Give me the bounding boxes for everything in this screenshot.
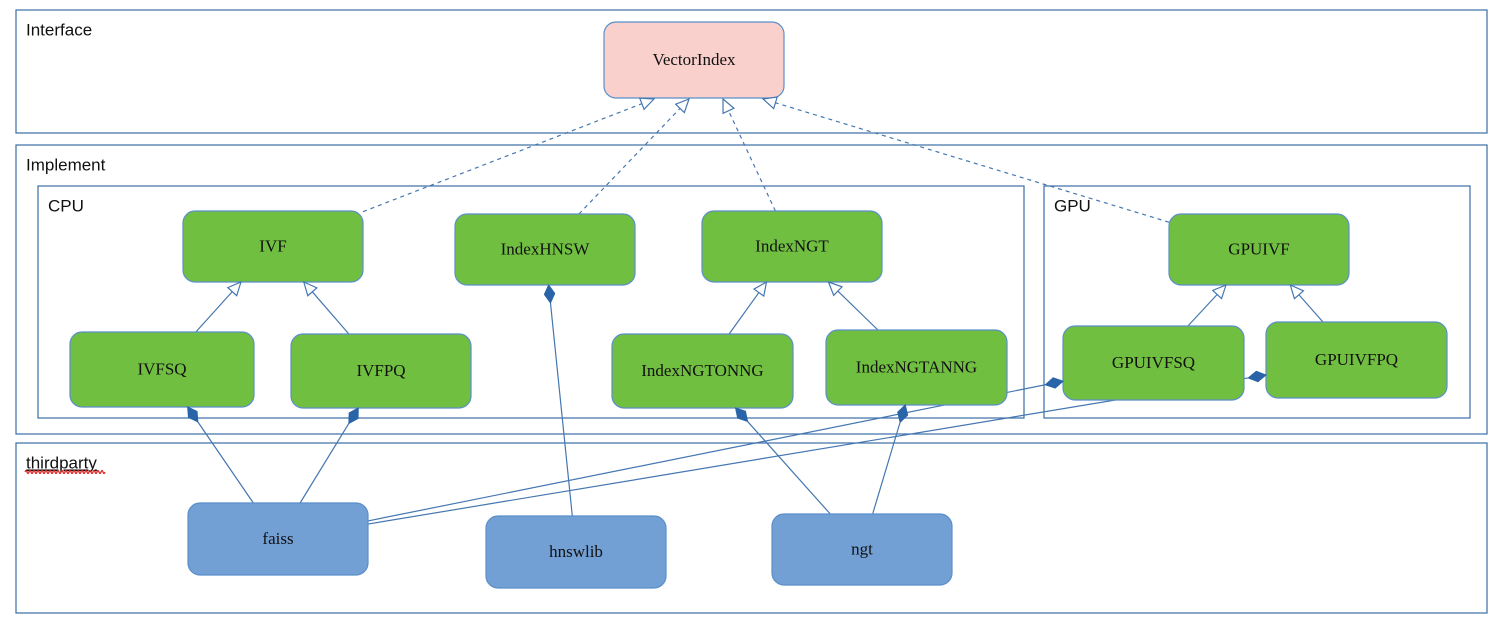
node-box-indexngt[interactable] (701, 210, 883, 283)
composition-diamond-ngt-indexngtonng (734, 407, 749, 423)
generalization-arrowhead-indexngtanng-indexngt (827, 281, 844, 297)
group-label-cpu: CPU (48, 196, 84, 215)
node-label-faiss: faiss (262, 529, 293, 548)
group-implement: Implement (15, 144, 1488, 435)
node-label-hnswlib: hnswlib (549, 542, 603, 561)
node-gpuivf[interactable]: GPUIVF (1168, 213, 1350, 286)
edge-hnswlib-to-indexhnsw (549, 302, 573, 517)
group-border-thirdparty (15, 442, 1488, 614)
group-label-interface: Interface (26, 20, 92, 39)
node-indexhnsw[interactable]: IndexHNSW (454, 213, 636, 286)
node-label-ivfsq: IVFSQ (137, 359, 186, 378)
edge-faiss-to-gpuivfpq (367, 377, 1249, 525)
edge-faiss-to-ivfpq (299, 423, 350, 504)
node-box-gpuivf[interactable] (1168, 213, 1350, 286)
edge-gpuivfpq-to-gpuivf (1298, 294, 1324, 323)
generalization-arrowhead-indexngt-vectorindex (722, 97, 736, 115)
node-ivfpq[interactable]: IVFPQ (290, 333, 472, 409)
node-label-indexngtanng: IndexNGTANNG (856, 357, 977, 376)
group-interface: Interface (15, 9, 1488, 134)
edge-ngt-to-indexngtanng (872, 422, 901, 515)
node-label-gpuivfsq: GPUIVFSQ (1112, 353, 1195, 372)
generalization-arrowhead-ivf-vectorindex (638, 97, 656, 111)
node-box-gpuivfpq[interactable] (1265, 321, 1448, 399)
node-label-indexngt: IndexNGT (755, 236, 829, 255)
edge-ivfpq-to-ivf (311, 291, 350, 335)
group-border-gpu (1043, 185, 1471, 419)
node-box-faiss[interactable] (187, 502, 369, 576)
node-label-ivf: IVF (259, 236, 286, 255)
node-vectorindex[interactable]: VectorIndex (603, 21, 785, 99)
edge-gpuivfsq-to-gpuivf (1187, 294, 1218, 327)
edges-layer (195, 102, 1324, 525)
edge-indexngtonng-to-indexngt (728, 292, 760, 335)
node-indexngt[interactable]: IndexNGT (701, 210, 883, 283)
edge-ivfsq-to-ivf (195, 291, 233, 333)
group-cpu: CPU (37, 185, 1025, 419)
edge-faiss-to-gpuivfsq (367, 384, 1046, 522)
edge-indexngt-to-vectorindex (727, 110, 776, 212)
group-border-implement (15, 144, 1488, 435)
node-label-gpuivf: GPUIVF (1228, 239, 1289, 258)
node-indexngtanng[interactable]: IndexNGTANNG (825, 329, 1008, 406)
node-box-gpuivfsq[interactable] (1062, 325, 1245, 401)
composition-diamond-faiss-gpuivfsq (1044, 377, 1064, 389)
node-box-indexngtonng[interactable] (611, 333, 794, 409)
generalization-arrowhead-indexhnsw-vectorindex (674, 97, 690, 114)
node-label-indexhnsw: IndexHNSW (501, 239, 591, 258)
node-faiss[interactable]: faiss (187, 502, 369, 576)
group-border-cpu (37, 185, 1025, 419)
generalization-arrowhead-gpuivfsq-gpuivf (1211, 283, 1227, 300)
node-ivf[interactable]: IVF (182, 210, 364, 283)
node-box-ivfsq[interactable] (69, 331, 255, 408)
group-thirdparty: thirdparty (15, 442, 1488, 614)
node-indexngtonng[interactable]: IndexNGTONNG (611, 333, 794, 409)
generalization-arrowhead-ivfpq-ivf (302, 280, 318, 297)
edge-indexngtanng-to-indexngt (837, 290, 879, 331)
node-label-ngt: ngt (851, 539, 873, 558)
generalization-arrowhead-gpuivfpq-gpuivf (1289, 283, 1305, 300)
node-box-indexhnsw[interactable] (454, 213, 636, 286)
node-label-gpuivfpq: GPUIVFPQ (1315, 350, 1398, 369)
generalization-arrowhead-ivfsq-ivf (226, 280, 242, 297)
composition-diamond-faiss-ivfsq (187, 406, 199, 423)
edge-ngt-to-indexngtonng (747, 421, 831, 515)
arrowheads-layer (187, 96, 1305, 425)
node-box-ivf[interactable] (182, 210, 364, 283)
node-ivfsq[interactable]: IVFSQ (69, 331, 255, 408)
node-label-vectorindex: VectorIndex (652, 50, 736, 69)
composition-diamond-ngt-indexngtanng (897, 404, 909, 424)
node-hnswlib[interactable]: hnswlib (485, 515, 667, 589)
node-gpuivfsq[interactable]: GPUIVFSQ (1062, 325, 1245, 401)
group-label-gpu: GPU (1054, 196, 1091, 215)
edge-indexhnsw-to-vectorindex (578, 107, 681, 215)
group-border-interface (15, 9, 1488, 134)
edge-faiss-to-ivfsq (197, 421, 254, 504)
node-box-ivfpq[interactable] (290, 333, 472, 409)
group-gpu: GPU (1043, 185, 1471, 419)
group-label-implement: Implement (26, 155, 106, 174)
spellcheck-underline-thirdparty (24, 469, 106, 475)
composition-diamond-faiss-gpuivfpq (1247, 370, 1267, 383)
edge-ivf-to-vectorindex (362, 103, 643, 213)
composition-diamond-faiss-ivfpq (348, 407, 359, 425)
node-box-vectorindex[interactable] (603, 21, 785, 99)
edge-gpuivf-to-vectorindex (775, 102, 1170, 223)
node-box-indexngtanng[interactable] (825, 329, 1008, 406)
node-gpuivfpq[interactable]: GPUIVFPQ (1265, 321, 1448, 399)
node-label-indexngtonng: IndexNGTONNG (641, 361, 763, 380)
group-label-thirdparty: thirdparty (26, 453, 97, 472)
generalization-arrowhead-indexngtonng-indexngt (752, 280, 768, 298)
node-box-hnswlib[interactable] (485, 515, 667, 589)
node-ngt[interactable]: ngt (771, 513, 953, 586)
node-box-ngt[interactable] (771, 513, 953, 586)
node-label-ivfpq: IVFPQ (356, 361, 405, 380)
composition-diamond-hnswlib-indexhnsw (543, 284, 556, 304)
generalization-arrowhead-gpuivf-vectorindex (761, 96, 779, 110)
